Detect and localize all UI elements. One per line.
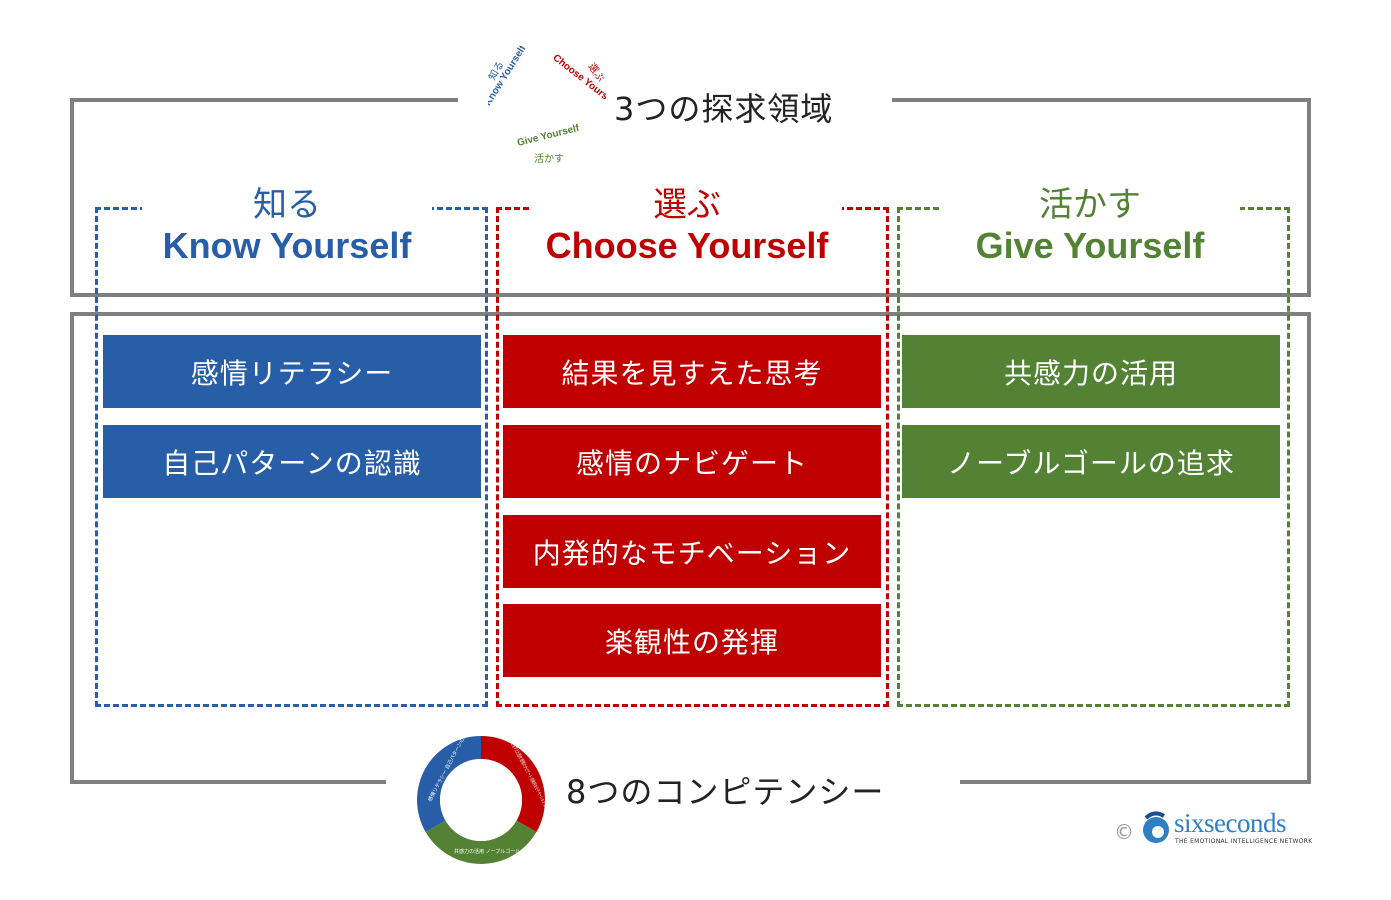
cycle-icon: Know Yourself 知る Choose Yourself 選ぶ Give… bbox=[488, 46, 606, 165]
brand-tagline: THE EMOTIONAL INTELLIGENCE NETWORK bbox=[1175, 838, 1313, 845]
donut-segment-blue bbox=[417, 736, 481, 832]
cycle-give-jp: 活かす bbox=[534, 153, 564, 165]
areas-title: 3つの探求領域 bbox=[614, 90, 834, 128]
donut-segment-red bbox=[481, 736, 545, 832]
competency-box: 結果を見すえた思考 bbox=[503, 335, 881, 408]
give-header-jp: 活かす bbox=[1039, 185, 1141, 225]
know-header-en: Know Yourself bbox=[162, 225, 412, 267]
competency-box: 自己パターンの認識 bbox=[103, 425, 481, 498]
cycle-give-en: Give Yourself bbox=[516, 123, 581, 149]
donut-segment-green bbox=[425, 820, 537, 864]
competency-box: 感情のナビゲート bbox=[503, 425, 881, 498]
know-header: 知る Know Yourself bbox=[142, 185, 432, 267]
know-header-jp: 知る bbox=[253, 185, 321, 225]
areas-frame-gap bbox=[458, 92, 892, 106]
competency-box: 感情リテラシー bbox=[103, 335, 481, 408]
brand-name: sixseconds bbox=[1174, 808, 1287, 838]
competency-box: 内発的なモチベーション bbox=[503, 515, 881, 588]
choose-header-jp: 選ぶ bbox=[653, 185, 721, 225]
competencies-title: 8つのコンピテンシー bbox=[566, 773, 885, 811]
competency-box: ノーブルゴールの追求 bbox=[902, 425, 1280, 498]
give-header-en: Give Yourself bbox=[975, 225, 1205, 267]
choose-header: 選ぶ Choose Yourself bbox=[532, 185, 842, 267]
choose-header-en: Choose Yourself bbox=[545, 225, 829, 267]
copyright-symbol: © bbox=[1114, 820, 1134, 844]
competency-box: 共感力の活用 bbox=[902, 335, 1280, 408]
give-header: 活かす Give Yourself bbox=[940, 185, 1240, 267]
competency-box: 楽観性の発揮 bbox=[503, 604, 881, 677]
sixseconds-logo-icon bbox=[1143, 811, 1169, 843]
competency-donut: 感情リテラシー 自己パターンの認識 結果を見すえた思考 感情のナビゲート 内発的… bbox=[417, 733, 548, 864]
donut-label-green: 共感力の活用 ノーブルゴールの追求 bbox=[454, 848, 535, 855]
